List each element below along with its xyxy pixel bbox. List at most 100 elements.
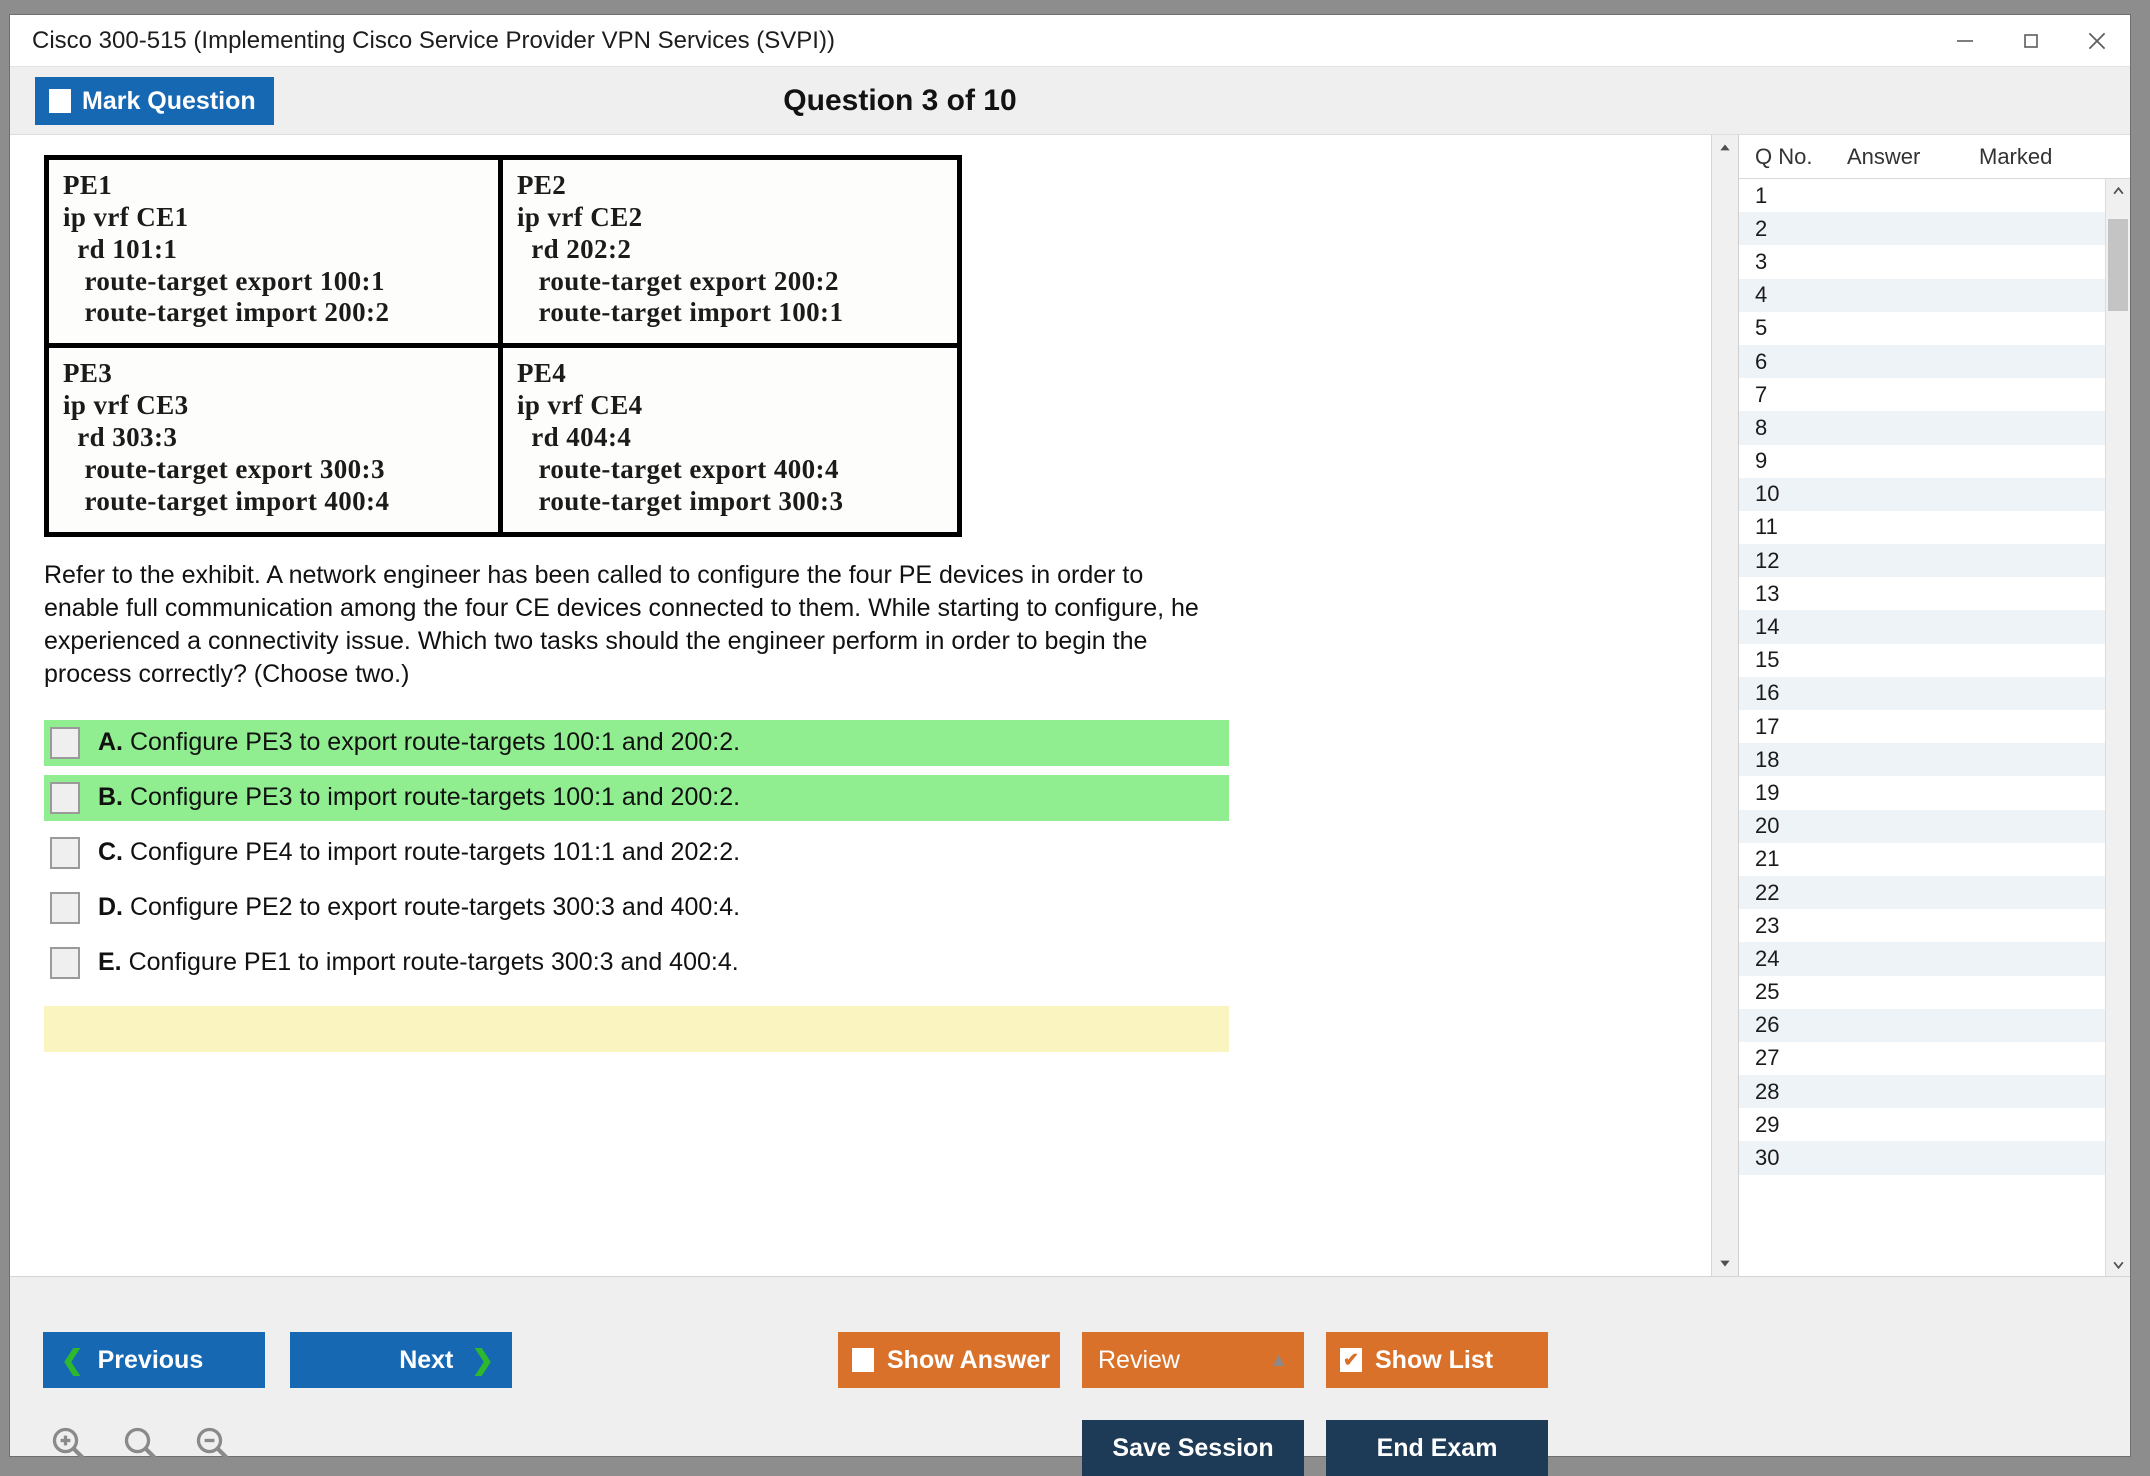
answer-option-body: Configure PE2 to export route-targets 30… xyxy=(129,893,741,922)
answer-option[interactable]: B. Configure PE3 to import route-targets… xyxy=(44,774,1229,821)
question-list-number: 11 xyxy=(1755,514,1778,540)
question-list-number: 25 xyxy=(1755,979,1780,1005)
column-header-marked: Marked xyxy=(1979,143,2053,169)
answer-option-checkbox[interactable] xyxy=(50,946,80,979)
question-list-number: 3 xyxy=(1755,248,1768,274)
show-list-checkbox[interactable]: ✔ xyxy=(1340,1348,1362,1372)
question-list-row[interactable]: 27 xyxy=(1739,1042,2105,1075)
chevron-up-icon: ▲ xyxy=(1269,1349,1288,1371)
mark-question-button[interactable]: Mark Question xyxy=(35,77,274,125)
question-list-row[interactable]: 10 xyxy=(1739,477,2105,511)
content-scroll-down-icon[interactable] xyxy=(1712,1250,1738,1276)
question-list-number: 17 xyxy=(1755,713,1780,739)
next-button[interactable]: Next ❯ xyxy=(290,1332,512,1388)
zoom-out-icon[interactable] xyxy=(192,1423,234,1465)
question-text: Refer to the exhibit. A network engineer… xyxy=(44,560,1199,689)
question-list-row[interactable]: 13 xyxy=(1739,577,2105,610)
question-list-row[interactable]: 30 xyxy=(1739,1141,2105,1175)
close-icon[interactable] xyxy=(2064,15,2130,66)
answer-option-checkbox[interactable] xyxy=(50,726,80,759)
content-scroll-track[interactable] xyxy=(1712,161,1738,1250)
question-list-row[interactable]: 25 xyxy=(1739,976,2105,1009)
answer-option[interactable]: C. Configure PE4 to import route-targets… xyxy=(44,830,1229,876)
list-scroll-down-icon[interactable] xyxy=(2106,1252,2130,1276)
question-list-row[interactable]: 5 xyxy=(1739,312,2105,345)
question-list-row[interactable]: 23 xyxy=(1739,909,2105,942)
mark-question-checkbox[interactable] xyxy=(49,89,71,113)
question-list-row[interactable]: 15 xyxy=(1739,644,2105,677)
answer-option-text: E. Configure PE1 to import route-targets… xyxy=(98,948,739,977)
question-list-number: 9 xyxy=(1755,448,1768,474)
question-list-number: 4 xyxy=(1755,282,1768,308)
question-list-row[interactable]: 6 xyxy=(1739,344,2105,379)
question-list-row[interactable]: 21 xyxy=(1739,843,2105,876)
question-list-row[interactable]: 16 xyxy=(1739,676,2105,710)
question-list-row[interactable]: 7 xyxy=(1739,378,2105,411)
chevron-right-icon: ❯ xyxy=(471,1344,494,1375)
show-list-button[interactable]: ✔ Show List xyxy=(1326,1332,1548,1388)
question-list-row[interactable]: 12 xyxy=(1739,544,2105,578)
question-list-number: 24 xyxy=(1755,945,1780,971)
answer-option-checkbox[interactable] xyxy=(50,836,80,869)
question-list-row[interactable]: 2 xyxy=(1739,212,2105,246)
show-answer-checkbox[interactable] xyxy=(852,1348,874,1372)
answer-option-checkbox[interactable] xyxy=(50,781,80,814)
question-list-row[interactable]: 3 xyxy=(1739,245,2105,278)
question-header-bar: Mark Question Question 3 of 10 xyxy=(10,67,2130,135)
answer-option[interactable]: E. Configure PE1 to import route-targets… xyxy=(44,940,1229,986)
content-scrollbar[interactable] xyxy=(1711,135,1738,1276)
answer-option[interactable]: D. Configure PE2 to export route-targets… xyxy=(44,885,1229,931)
question-list-row[interactable]: 26 xyxy=(1739,1008,2105,1042)
question-list-row[interactable]: 18 xyxy=(1739,743,2105,777)
answer-option-text: A. Configure PE3 to export route-targets… xyxy=(98,728,740,757)
question-list-row[interactable]: 1 xyxy=(1739,179,2105,212)
question-content-area: PE1 ip vrf CE1 rd 101:1 route-target exp… xyxy=(10,135,1711,1276)
end-exam-button[interactable]: End Exam xyxy=(1326,1420,1548,1476)
show-answer-button[interactable]: Show Answer xyxy=(838,1332,1060,1388)
question-list-row[interactable]: 14 xyxy=(1739,610,2105,644)
question-list-row[interactable]: 4 xyxy=(1739,278,2105,312)
previous-button[interactable]: ❮ Previous xyxy=(43,1332,265,1388)
question-list-row[interactable]: 24 xyxy=(1739,942,2105,976)
exhibit-quadrant-pe3: PE3 ip vrf CE3 rd 303:3 route-target exp… xyxy=(49,348,503,532)
question-list-row[interactable]: 19 xyxy=(1739,776,2105,809)
question-list-row[interactable]: 11 xyxy=(1739,511,2105,544)
review-label: Review xyxy=(1098,1345,1180,1374)
question-list-number: 22 xyxy=(1755,879,1780,905)
minimize-icon[interactable] xyxy=(1932,15,1998,66)
question-list-number: 8 xyxy=(1755,414,1768,440)
answer-option-text: B. Configure PE3 to import route-targets… xyxy=(98,783,740,812)
question-list-scrollbar[interactable] xyxy=(2105,179,2130,1276)
answer-option-body: Configure PE1 to import route-targets 30… xyxy=(128,948,739,977)
question-list-number: 23 xyxy=(1755,912,1780,938)
question-list-row[interactable]: 9 xyxy=(1739,445,2105,478)
zoom-reset-icon[interactable] xyxy=(120,1423,162,1465)
save-session-button[interactable]: Save Session xyxy=(1082,1420,1304,1476)
list-scroll-up-icon[interactable] xyxy=(2106,179,2130,203)
exhibit-image: PE1 ip vrf CE1 rd 101:1 route-target exp… xyxy=(44,155,962,537)
review-dropdown[interactable]: Review ▲ xyxy=(1082,1332,1304,1388)
answer-option-checkbox[interactable] xyxy=(50,891,80,924)
title-bar: Cisco 300-515 (Implementing Cisco Servic… xyxy=(10,15,2130,67)
list-scroll-thumb[interactable] xyxy=(2108,219,2128,311)
question-list-row[interactable]: 20 xyxy=(1739,809,2105,843)
list-scroll-track[interactable] xyxy=(2106,203,2130,1252)
previous-label: Previous xyxy=(97,1345,204,1374)
zoom-in-icon[interactable] xyxy=(48,1423,90,1465)
question-list-row[interactable]: 22 xyxy=(1739,875,2105,910)
question-list-number: 18 xyxy=(1755,746,1780,772)
maximize-icon[interactable] xyxy=(1998,15,2064,66)
answer-option[interactable]: A. Configure PE3 to export route-targets… xyxy=(44,719,1229,766)
question-list-number: 21 xyxy=(1755,846,1780,872)
question-list-row[interactable]: 8 xyxy=(1739,411,2105,445)
question-list-number: 16 xyxy=(1755,680,1780,706)
content-scroll-up-icon[interactable] xyxy=(1712,135,1738,161)
question-list-row[interactable]: 28 xyxy=(1739,1075,2105,1109)
answer-option-body: Configure PE3 to export route-targets 10… xyxy=(129,728,741,757)
column-header-qno: Q No. xyxy=(1755,143,1813,169)
exhibit-quadrant-pe2: PE2 ip vrf CE2 rd 202:2 route-target exp… xyxy=(517,170,844,328)
question-list-row[interactable]: 29 xyxy=(1739,1108,2105,1141)
exam-window: Cisco 300-515 (Implementing Cisco Servic… xyxy=(9,14,2131,1476)
question-list-row[interactable]: 17 xyxy=(1739,710,2105,743)
question-list-number: 13 xyxy=(1755,580,1780,606)
